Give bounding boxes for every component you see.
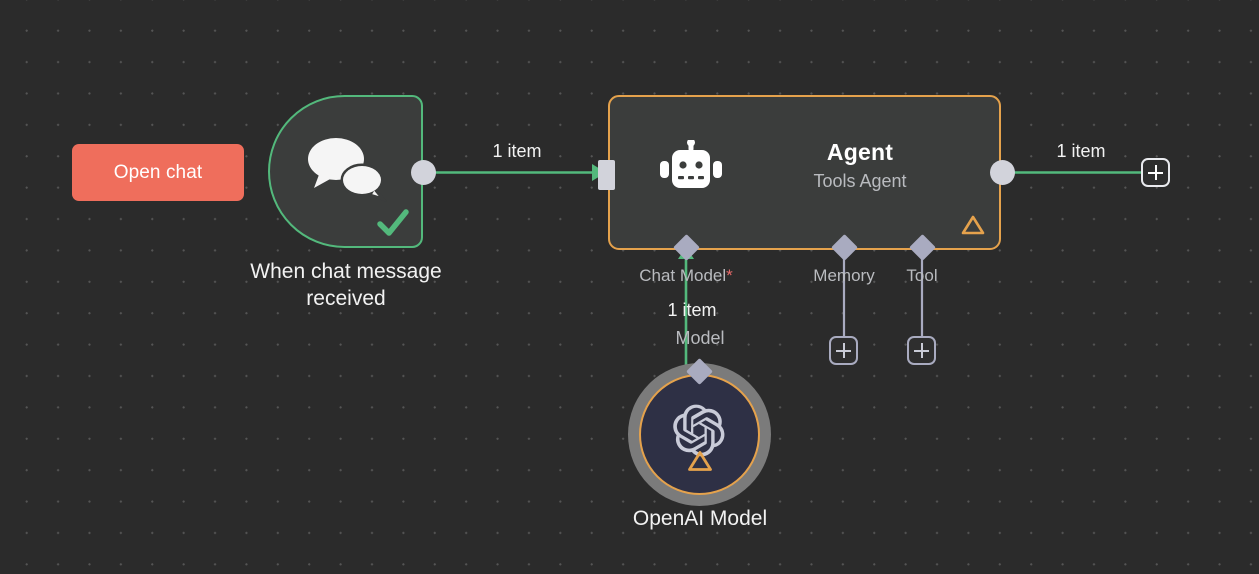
node-openai-model[interactable] <box>628 363 771 506</box>
trigger-output-port[interactable] <box>411 160 436 185</box>
tool-port-label: Tool <box>906 266 938 285</box>
chat-model-label-text: Chat Model <box>639 266 727 285</box>
memory-port-label: Memory <box>813 266 875 285</box>
node-agent[interactable]: Agent Tools Agent <box>608 95 1001 250</box>
node-when-chat-message-received[interactable] <box>268 95 423 248</box>
agent-node-text: Agent Tools Agent <box>740 139 980 192</box>
warning-triangle-icon[interactable] <box>686 449 713 473</box>
trigger-label-line2: received <box>306 287 386 311</box>
openai-logo-icon <box>671 402 729 460</box>
trigger-label-line1: When chat message <box>250 260 442 283</box>
agent-title: Agent <box>826 139 894 165</box>
openai-connector-label: Model <box>675 328 725 348</box>
check-icon <box>376 206 410 240</box>
add-tool-node-button[interactable] <box>907 336 936 365</box>
openai-node-inner <box>639 374 760 495</box>
agent-input-port[interactable] <box>598 160 615 190</box>
label-model-to-agent-items: 1 item <box>667 300 717 320</box>
add-node-after-agent-button[interactable] <box>1141 158 1170 187</box>
add-memory-node-button[interactable] <box>829 336 858 365</box>
agent-subtitle: Tools Agent <box>813 171 907 191</box>
openai-node-label: OpenAI Model <box>632 507 768 530</box>
chat-bubbles-icon <box>298 131 390 203</box>
label-trigger-to-agent-items: 1 item <box>492 141 542 161</box>
robot-icon <box>660 138 722 196</box>
chat-model-port-label: Chat Model* <box>639 266 733 286</box>
open-chat-button[interactable]: Open chat <box>72 144 244 201</box>
required-asterisk: * <box>726 266 733 285</box>
warning-triangle-icon[interactable] <box>961 214 985 236</box>
trigger-node-label: When chat message received <box>205 258 487 313</box>
label-agent-output-items: 1 item <box>1056 141 1106 161</box>
agent-output-port[interactable] <box>990 160 1015 185</box>
